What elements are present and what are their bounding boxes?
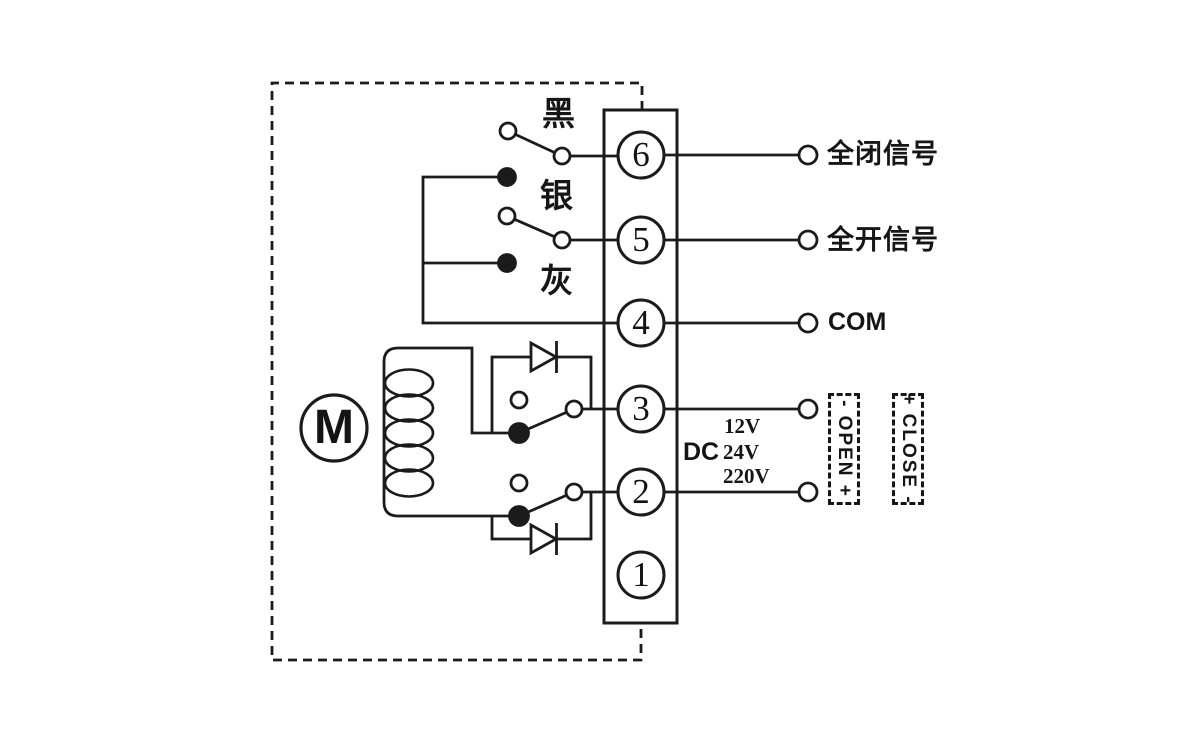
common-bus-to-terminal4 — [421, 175, 620, 325]
voltage-12v: 12V — [724, 414, 761, 438]
output-wires — [664, 153, 808, 494]
motor-label: M — [314, 401, 354, 454]
motor-symbol — [299, 393, 369, 463]
terminal-2: 2 — [632, 472, 650, 511]
limit-switch-black-terminal6 — [507, 129, 620, 158]
switch-contact-circles — [497, 121, 584, 502]
open-polarity-label: - OPEN + — [834, 400, 855, 498]
voltage-24v: 24V — [723, 440, 760, 464]
wire-label-gray: 灰 — [540, 264, 574, 300]
wire-endpoint-circles — [797, 144, 819, 503]
dc-label: DC — [683, 438, 720, 466]
wire-label-silver: 银 — [540, 179, 574, 215]
full-open-signal-label: 全开信号 — [827, 225, 939, 255]
open-polarity-box — [828, 393, 860, 505]
terminal-5: 5 — [632, 220, 650, 259]
junction-dots — [497, 167, 530, 527]
full-close-signal-label: 全闭信号 — [827, 139, 939, 169]
wire-label-black: 黑 — [542, 97, 576, 133]
voltage-220v: 220V — [723, 464, 770, 488]
actuator-enclosure-dashed-border — [270, 81, 644, 662]
close-polarity-label: + CLOSE - — [898, 393, 919, 505]
terminal-3: 3 — [632, 389, 650, 428]
close-polarity-box — [892, 393, 924, 505]
terminal-6: 6 — [632, 135, 650, 174]
terminal-strip — [602, 108, 679, 625]
com-label: COM — [828, 308, 887, 336]
open-switch-diode-terminal3 — [490, 340, 620, 435]
terminal-4: 4 — [632, 303, 650, 342]
terminal-circles — [616, 130, 666, 600]
motor-winding-coil — [382, 346, 519, 518]
limit-switch-silver-terminal5 — [506, 214, 620, 242]
terminal-1: 1 — [632, 555, 650, 594]
